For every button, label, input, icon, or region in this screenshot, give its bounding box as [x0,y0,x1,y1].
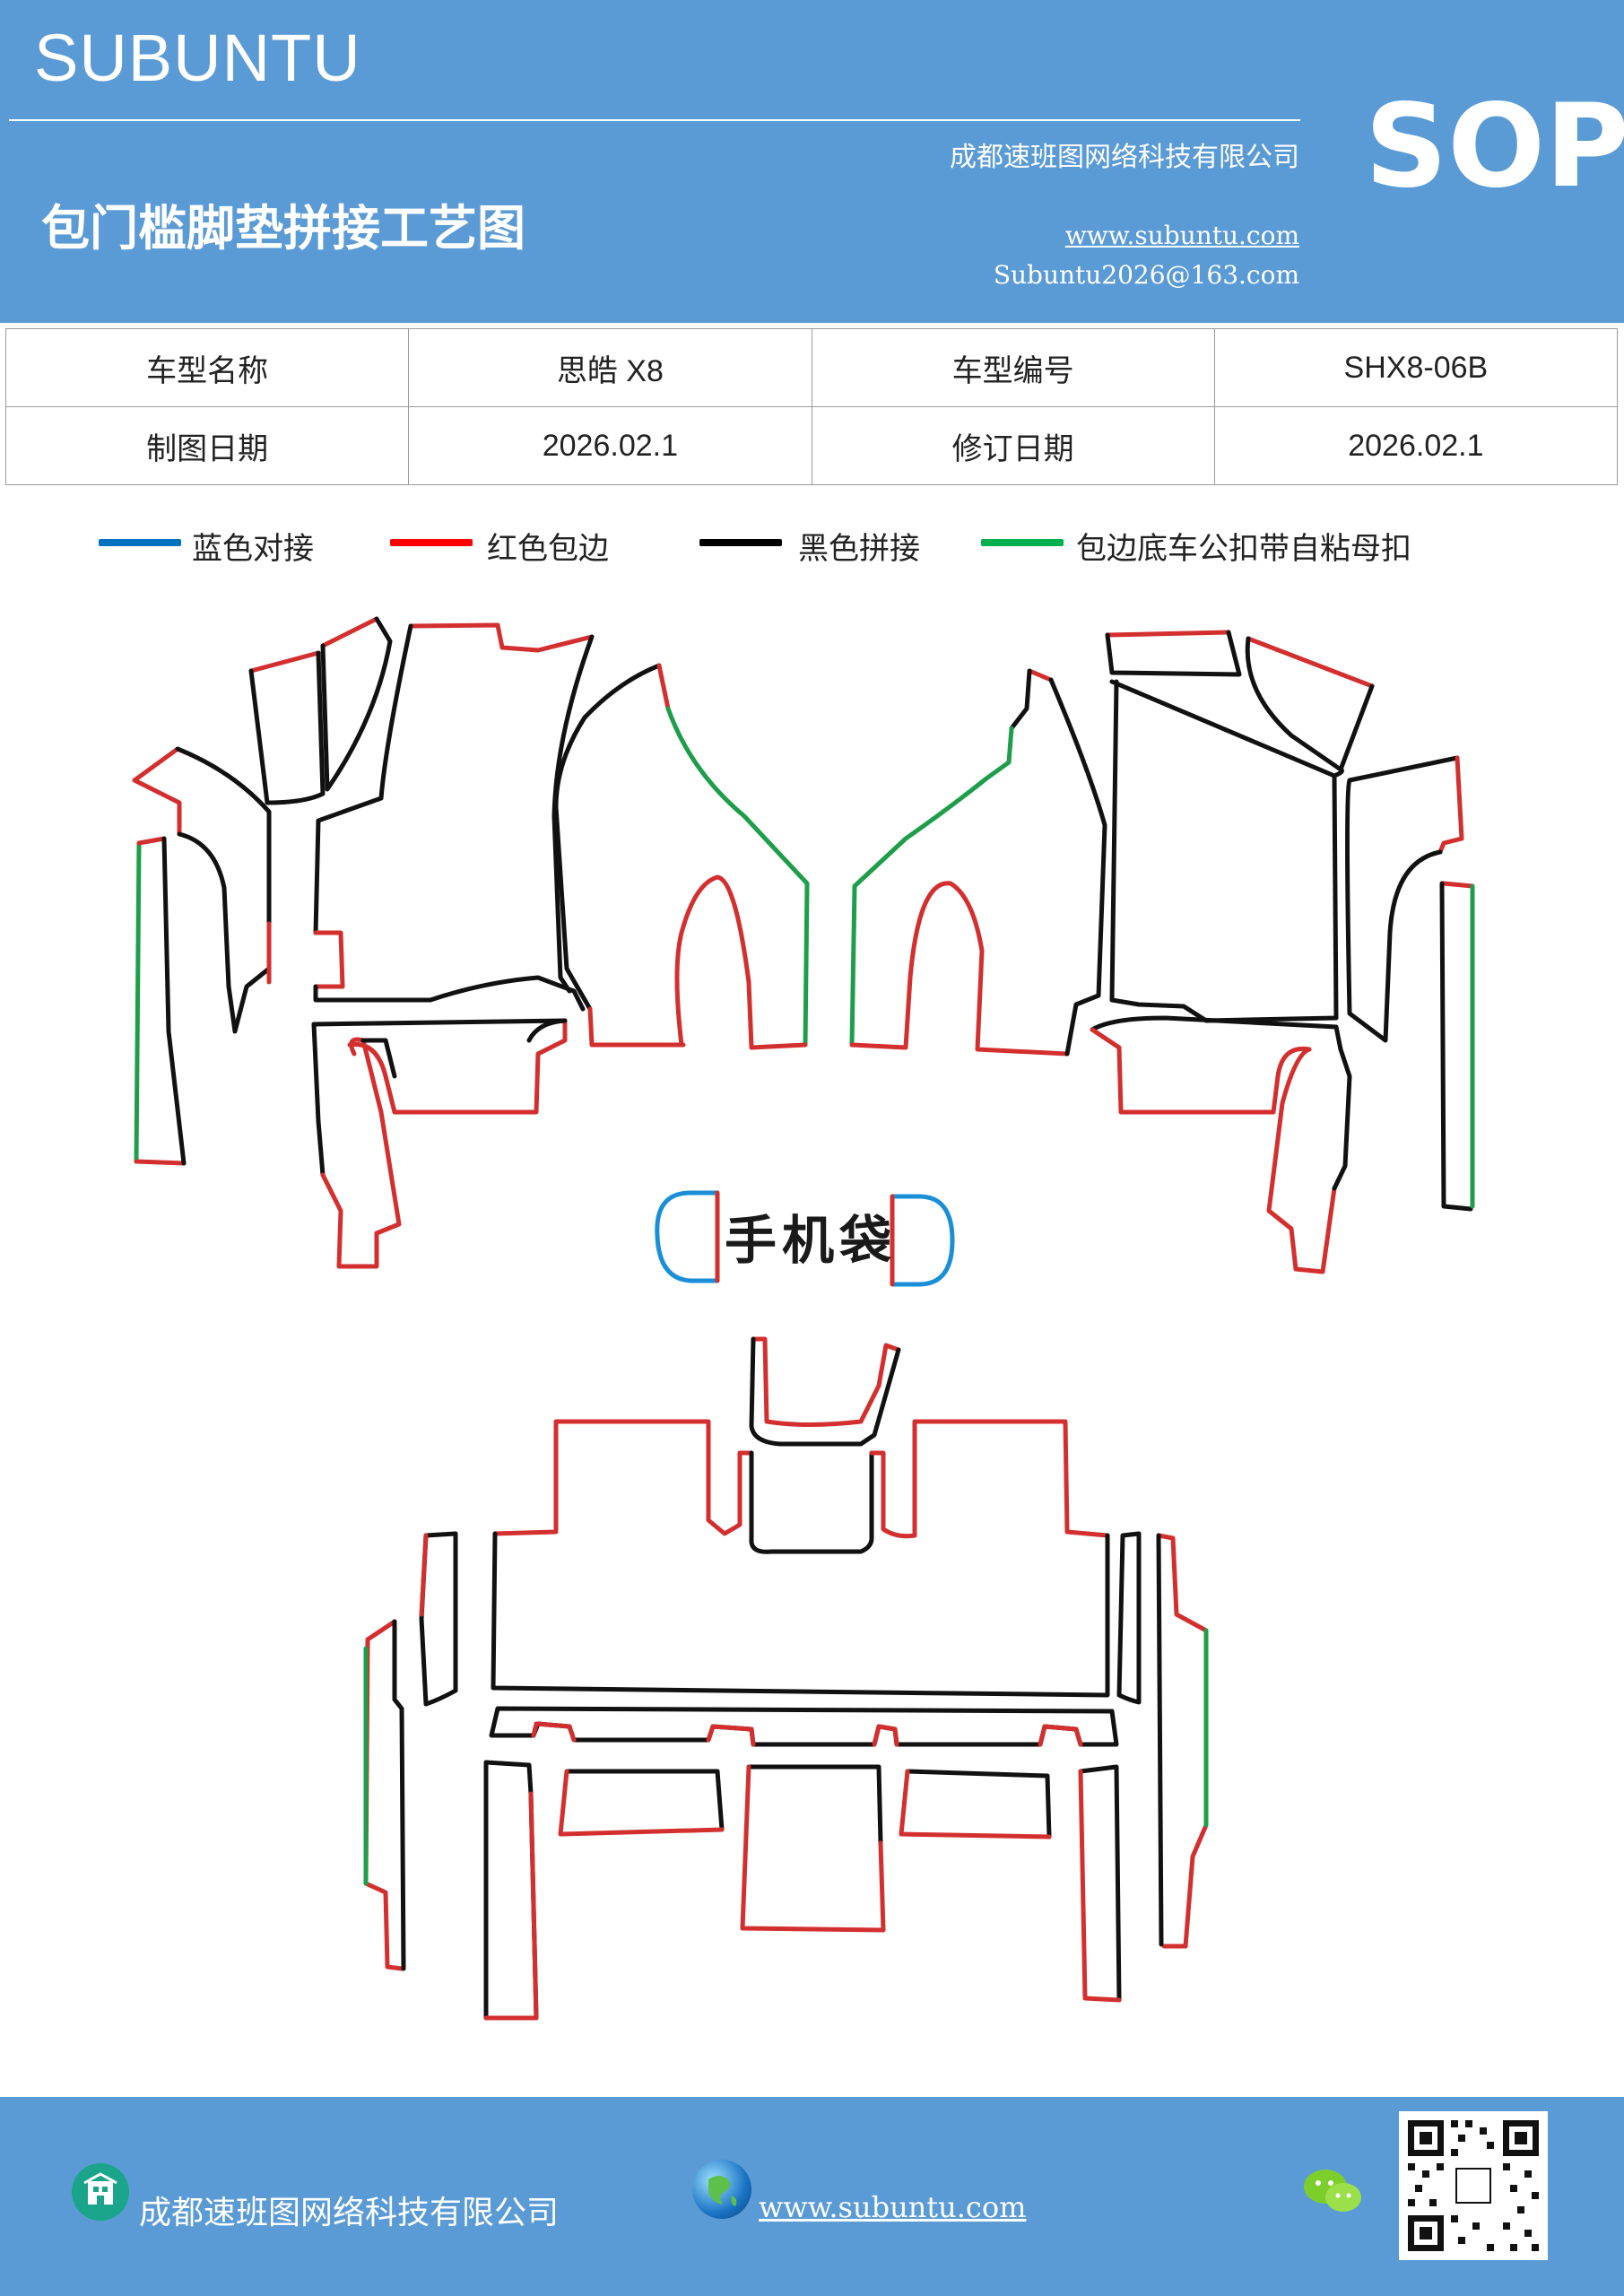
sop-label: SOP [1365,80,1624,213]
mat-piece-front-left [132,616,810,1269]
draw-date-label: 制图日期 [4,406,410,485]
revise-date-value: 2026.02.1 [1213,406,1619,485]
footer-website-link[interactable]: www.subuntu.com [759,2190,1027,2224]
page-title: 包门槛脚垫拼接工艺图 [41,199,525,257]
legend: 蓝色对接 红色包边 黑色拼接 包边底车公扣带自粘母扣 [0,520,1624,574]
legend-label: 红色包边 [487,531,609,567]
header-divider [9,119,1300,121]
floor-mat-diagram [132,616,1475,2021]
legend-swatch-red [390,539,473,546]
wechat-icon [1302,2165,1367,2219]
draw-date-value: 2026.02.1 [408,406,812,485]
phone-bag-piece [655,1190,955,1287]
revise-date-label: 修订日期 [811,406,1215,485]
building-icon [72,2163,129,2221]
model-name-value: 思皓 X8 [408,328,812,407]
model-code-label: 车型编号 [811,328,1215,407]
header-banner: SUBUNTU 成都速班图网络科技有限公司 包门槛脚垫拼接工艺图 www.sub… [0,0,1624,323]
legend-swatch-black [699,539,782,546]
legend-label: 包边底车公扣带自粘母扣 [1076,531,1411,567]
legend-swatch-blue [99,539,181,546]
phone-bag-label: 手机袋 [725,1210,898,1271]
company-name: 成都速班图网络科技有限公司 [950,142,1299,173]
mat-piece-rear [363,1336,1209,2021]
model-code-value: SHX8-06B [1213,328,1619,407]
legend-label: 蓝色对接 [192,531,314,567]
model-name-label: 车型名称 [4,328,410,407]
legend-swatch-green [981,539,1064,546]
footer-banner: 成都速班图网络科技有限公司 www.subuntu.com [0,2097,1624,2296]
brand-logo: SUBUNTU [34,21,361,95]
globe-icon [692,2160,751,2219]
legend-label: 黑色拼接 [798,531,920,567]
footer-company-name: 成都速班图网络科技有限公司 [139,2195,560,2231]
info-table: 车型名称 思皓 X8 车型编号 SHX8-06B 制图日期 2026.02.1 … [4,328,1619,485]
mat-piece-front-right [849,630,1475,1274]
table-row: 车型名称 思皓 X8 车型编号 SHX8-06B [4,328,1619,407]
website-link[interactable]: www.subuntu.com [1064,221,1299,250]
email-text: Subuntu2026@163.com [993,260,1299,290]
table-row: 制图日期 2026.02.1 修订日期 2026.02.1 [4,406,1619,485]
qr-code-icon[interactable] [1399,2111,1548,2260]
